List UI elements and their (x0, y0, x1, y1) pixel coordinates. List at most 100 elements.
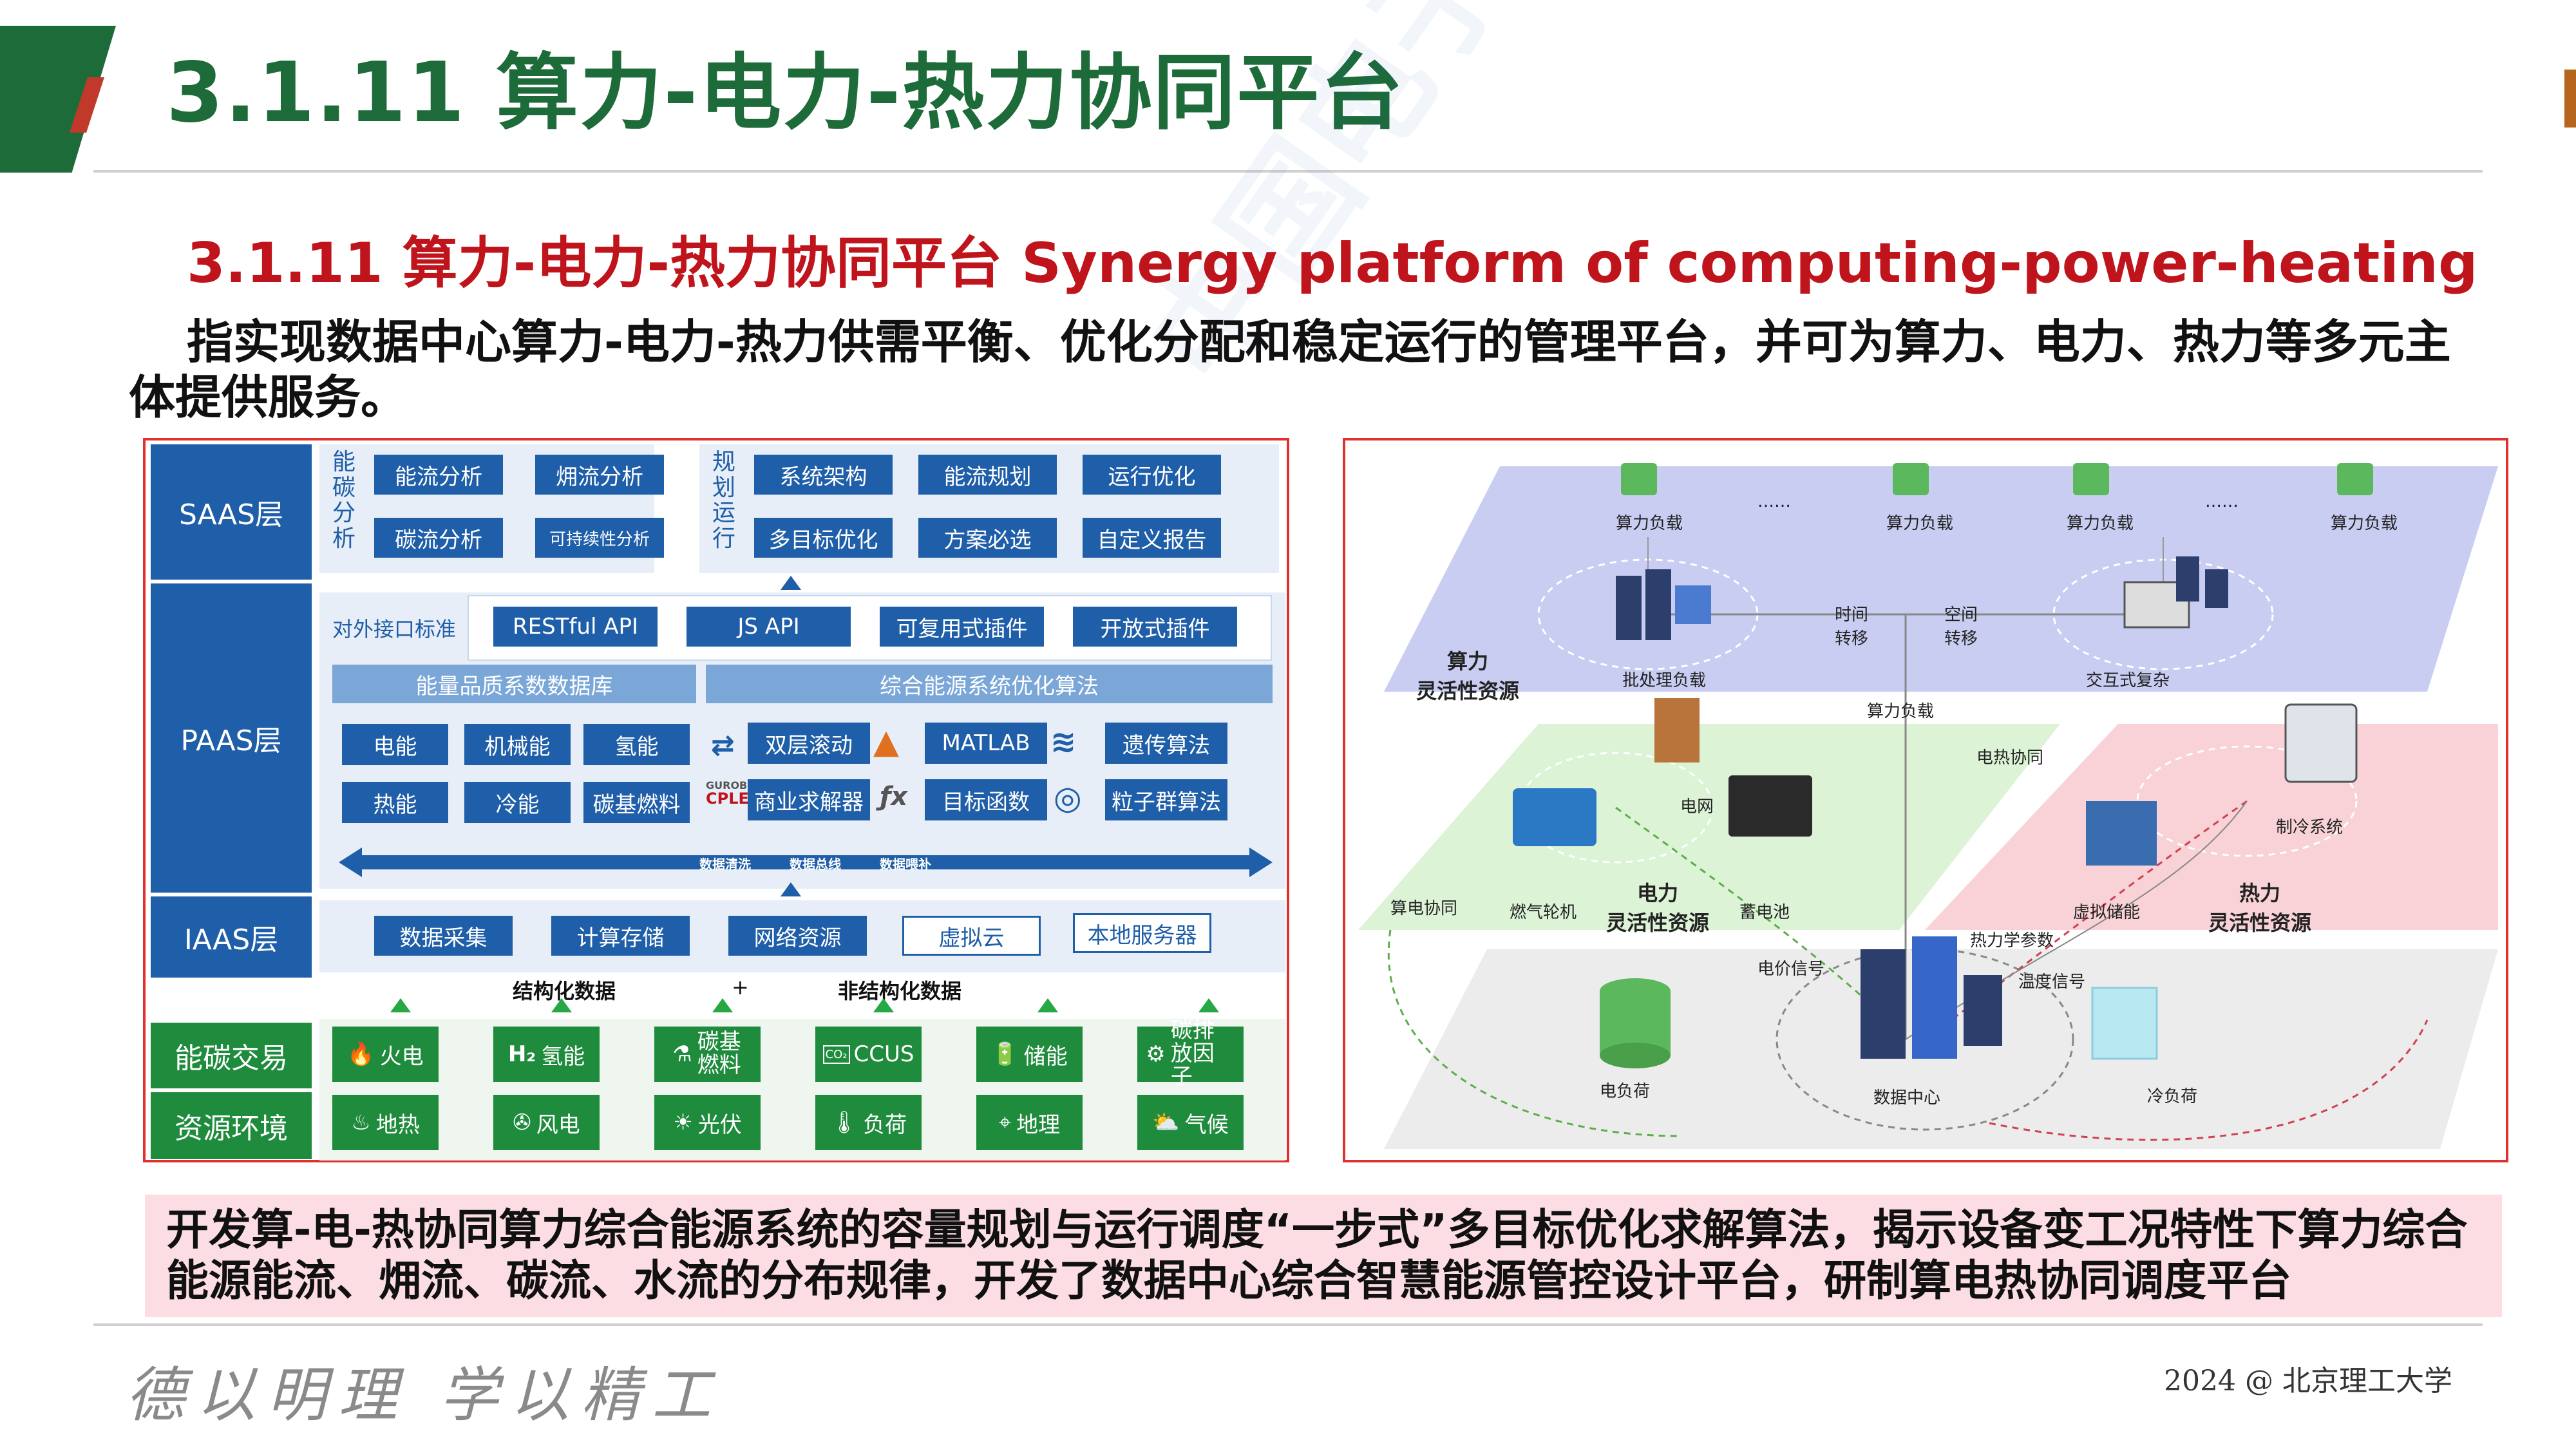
env-btn-geothermal[interactable]: ♨地热 (332, 1095, 439, 1150)
saas-btn-sustainability[interactable]: 可持续性分析 (535, 518, 664, 558)
monitor-icon (1621, 463, 1657, 495)
env-btn-load[interactable]: 🌡负荷 (815, 1095, 922, 1150)
db-item-thermal[interactable]: 热能 (342, 782, 448, 823)
thermo-params-label: 热力学参数 (1970, 931, 2054, 951)
api-btn-reusable-plugin[interactable]: 可复用式插件 (880, 607, 1044, 647)
db-item-cold[interactable]: 冷能 (464, 782, 571, 823)
header-divider (93, 170, 2483, 173)
saas-btn-scheme-select[interactable]: 方案必选 (918, 518, 1057, 558)
virtual-storage-label: 虚拟储能 (2073, 903, 2141, 922)
datacenter-rack-icon (1964, 975, 2002, 1046)
iaas-btn-network[interactable]: 网络资源 (728, 916, 867, 956)
particle-swarm-icon: ◎ (1054, 779, 1082, 817)
rolling-icon: ⇄ (711, 729, 735, 762)
iaas-btn-virtual-cloud[interactable]: 虚拟云 (902, 916, 1041, 956)
arrow-up-icon (390, 998, 411, 1012)
cooling-unit-icon (2284, 703, 2358, 783)
battery-label: 蓄电池 (1739, 903, 1790, 922)
env-btn-geography[interactable]: ⌖地理 (976, 1095, 1083, 1150)
plus-label: + (732, 975, 749, 999)
conclusion-text: 开发算-电-热协同算力综合能源系统的容量规划与运行调度“一步式”多目标优化求解算… (166, 1205, 2468, 1306)
power-tower-icon (1654, 698, 1700, 762)
server-rack-icon (2205, 569, 2228, 608)
trade-btn-thermal-power[interactable]: 🔥火电 (332, 1027, 439, 1082)
datacenter-rack-icon (1861, 949, 1906, 1059)
server-rack-icon (1616, 576, 1642, 640)
map-pin-icon: ⌖ (998, 1110, 1012, 1135)
compute-load-label-3: 算力负载 (2067, 514, 2134, 533)
arrow-up-icon (781, 882, 801, 896)
saas-btn-energy-flow[interactable]: 能流分析 (374, 455, 503, 495)
env-btn-solar[interactable]: ☀光伏 (654, 1095, 761, 1150)
heat-flex-resource-label: 热力 灵活性资源 (2208, 881, 2312, 935)
saas-btn-energy-planning[interactable]: 能流规划 (918, 455, 1057, 495)
temp-signal-label: 温度信号 (2018, 972, 2086, 992)
iaas-btn-compute-store[interactable]: 计算存储 (551, 916, 690, 956)
cold-load-icon (2091, 987, 2158, 1060)
gas-turbine-icon (1513, 788, 1596, 846)
algo-btn-genetic[interactable]: 遗传算法 (1105, 723, 1227, 764)
function-icon: ƒx (880, 782, 908, 811)
env-btn-wind[interactable]: ✇风电 (493, 1095, 600, 1150)
algo-btn-bilevel[interactable]: 双层滚动 (748, 723, 870, 764)
monitor-icon (2073, 463, 2109, 495)
thermometer-icon: 🌡 (829, 1110, 858, 1135)
algo-btn-pso[interactable]: 粒子群算法 (1105, 779, 1227, 820)
h2-icon: H₂ (507, 1041, 536, 1067)
monitor-icon (2337, 463, 2373, 495)
batch-load-label: 批处理负载 (1622, 671, 1707, 690)
api-btn-restful[interactable]: RESTful API (493, 607, 658, 647)
saas-btn-architecture[interactable]: 系统架构 (754, 455, 893, 495)
db-item-mechanical[interactable]: 机械能 (464, 724, 571, 765)
iaas-btn-local-server[interactable]: 本地服务器 (1073, 913, 1211, 953)
algo-btn-commercial-solver[interactable]: 商业求解器 (748, 779, 870, 820)
building-storage-icon (2086, 801, 2157, 866)
dna-icon: ≋ (1050, 724, 1077, 760)
env-btn-climate[interactable]: ⛅气候 (1137, 1095, 1244, 1150)
grid-label: 电网 (1680, 797, 1714, 817)
compute-load-label-1: 算力负载 (1616, 514, 1683, 533)
db-item-hydrogen[interactable]: 氢能 (583, 724, 690, 765)
monitor-icon (1893, 463, 1929, 495)
db-item-electric[interactable]: 电能 (342, 724, 448, 765)
resource-zone (319, 1019, 1285, 1160)
battery-icon: 🔋 (991, 1041, 1019, 1067)
trade-btn-emission-factor[interactable]: ⚙碳排放因子 (1137, 1019, 1244, 1088)
algo-btn-objective[interactable]: 目标函数 (925, 779, 1047, 820)
saas-btn-custom-report[interactable]: 自定义报告 (1083, 518, 1221, 558)
header-green-bar (0, 26, 116, 173)
elec-load-label: 电负荷 (1600, 1082, 1651, 1101)
power-plane (1358, 724, 2060, 930)
algo-btn-matlab[interactable]: MATLAB (925, 723, 1047, 764)
diagram-planes (1358, 463, 2498, 1149)
layer-label-trade: 能碳交易 (151, 1023, 312, 1088)
layer-label-paas: PAAS层 (151, 583, 312, 893)
db-item-carbon-fuel[interactable]: 碳基燃料 (583, 782, 690, 823)
api-btn-open-plugin[interactable]: 开放式插件 (1073, 607, 1237, 647)
flow-label-bus: 数据总线 (790, 857, 841, 872)
api-btn-jsapi[interactable]: JS API (687, 607, 851, 647)
saas-btn-carbon-flow[interactable]: 碳流分析 (374, 518, 503, 558)
datacenter-label: 数据中心 (1873, 1088, 1941, 1108)
trade-btn-carbon-fuel[interactable]: ⚗碳基燃料 (654, 1027, 761, 1082)
gas-turbine-label: 燃气轮机 (1510, 903, 1577, 922)
saas-btn-exergy-flow[interactable]: 㶲流分析 (535, 455, 664, 495)
saas-btn-multi-objective[interactable]: 多目标优化 (754, 518, 893, 558)
cooling-system-label: 制冷系统 (2276, 818, 2344, 837)
gear-icon: ⚙ (1146, 1041, 1166, 1067)
arrow-up-icon (873, 998, 894, 1012)
trade-btn-storage[interactable]: 🔋储能 (976, 1027, 1083, 1082)
saas-btn-operation-opt[interactable]: 运行优化 (1083, 455, 1221, 495)
datacenter-rack-icon (1912, 936, 1957, 1059)
compute-load-label-2: 算力负载 (1886, 514, 1954, 533)
heat-sync-label: 电热协同 (1976, 748, 2044, 768)
solar-panel-icon: ☀ (673, 1110, 693, 1135)
page-title: 3.1.11 算力-电力-热力协同平台 (166, 45, 1405, 141)
conclusion-box (145, 1195, 2502, 1317)
compute-load-mid-label: 算力负载 (1867, 702, 1935, 721)
matlab-icon: ▲ (873, 723, 899, 761)
iaas-btn-collect[interactable]: 数据采集 (374, 916, 513, 956)
interface-standard-label: 对外接口标准 (332, 617, 457, 641)
